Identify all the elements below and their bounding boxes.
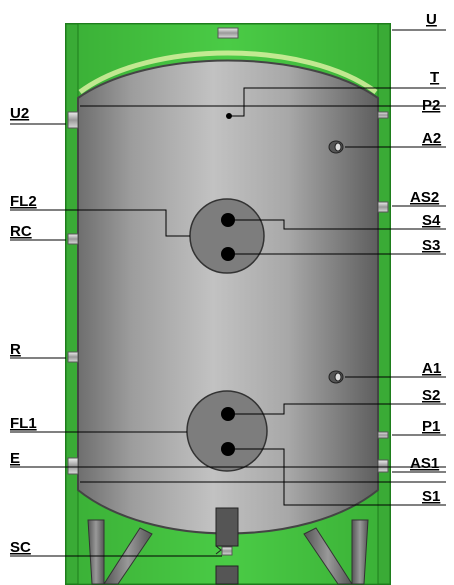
port-u2 xyxy=(67,111,79,129)
port-r xyxy=(67,351,79,363)
anode-a2 xyxy=(328,140,344,154)
anode-a1 xyxy=(328,370,344,384)
port-u xyxy=(217,27,239,39)
flange-lower xyxy=(186,390,268,472)
label-sc: SC xyxy=(10,539,31,556)
label-e: E xyxy=(10,450,20,467)
label-as1: AS1 xyxy=(410,455,439,472)
port-sc xyxy=(221,546,233,556)
label-t: T xyxy=(430,69,439,86)
label-s1: S1 xyxy=(422,488,440,505)
port-p1 xyxy=(377,431,389,439)
label-u2: U2 xyxy=(10,105,29,122)
label-s4: S4 xyxy=(422,212,441,229)
port-as1 xyxy=(377,459,389,473)
label-a2: A2 xyxy=(422,130,441,147)
port-rc xyxy=(67,233,79,245)
label-r: R xyxy=(10,341,21,358)
label-as2: AS2 xyxy=(410,189,439,206)
leader-lines xyxy=(10,29,446,557)
label-s2: S2 xyxy=(422,387,440,404)
flange-upper xyxy=(189,198,265,274)
port-as2 xyxy=(377,201,389,213)
port-p2 xyxy=(377,111,389,119)
label-p2: P2 xyxy=(422,97,440,114)
label-rc: RC xyxy=(10,223,32,240)
label-p1: P1 xyxy=(422,418,440,435)
label-fl1: FL1 xyxy=(10,415,37,432)
label-u: U xyxy=(426,11,437,28)
tank-body xyxy=(77,50,379,585)
label-a1: A1 xyxy=(422,360,441,377)
label-fl2: FL2 xyxy=(10,193,37,210)
label-s3: S3 xyxy=(422,237,440,254)
anode-fittings xyxy=(328,140,344,384)
connection-ports xyxy=(67,27,389,556)
port-e xyxy=(67,457,79,475)
labels: U T U2 P2 A2 AS2 FL2 S4 RC S3 R A1 S2 FL… xyxy=(10,11,441,556)
